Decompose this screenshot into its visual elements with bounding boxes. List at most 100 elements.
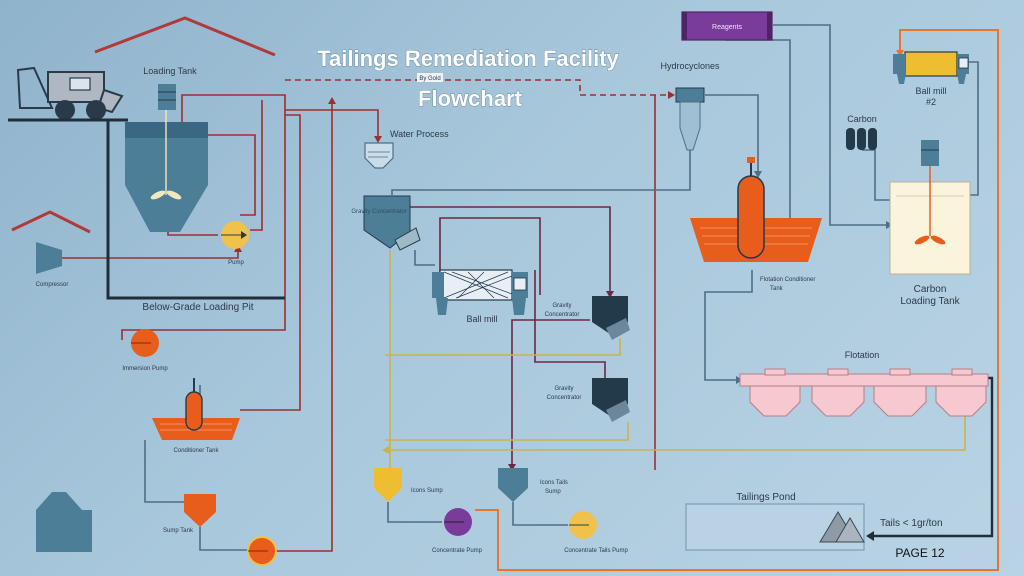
pipe-pump-up xyxy=(250,100,263,231)
title-line2: Flowchart xyxy=(418,86,523,111)
flow-arrows xyxy=(164,50,904,541)
ball-mill-2 xyxy=(893,51,969,84)
ball-mill-2-label-line1: Ball mill xyxy=(915,86,946,96)
immersion-pump-label: Immersion Pump xyxy=(122,366,168,372)
reagents-tank xyxy=(681,11,773,41)
carbon-loading-tank-label-line2: Loading Tank xyxy=(900,296,960,307)
title-badge: By Gold xyxy=(419,76,440,82)
pipe-hydro-to-flotcond xyxy=(705,94,759,175)
loading-pit-wall xyxy=(106,120,285,300)
arrow-yellow-return xyxy=(382,446,389,454)
concentrate-pump-icon xyxy=(444,508,472,536)
concentrate-tails-pump-icon xyxy=(569,511,597,539)
gravity-concentrator-3-label-line2: Concentrator xyxy=(547,395,582,401)
pipe-icons-tails xyxy=(512,502,568,526)
pipes xyxy=(62,24,999,571)
tailings-pond xyxy=(685,503,865,551)
pipe-gravity-1 xyxy=(410,206,611,295)
flotation-conditioner-label-line2: Tank xyxy=(770,286,784,292)
sump-tank-label: Sump Tank xyxy=(163,528,194,534)
reagents-label: Reagents xyxy=(712,24,742,31)
pipe-loading-to-water xyxy=(285,109,379,140)
gravity-concentrator-3 xyxy=(592,378,630,422)
gravity-concentrator-1-label: Gravity Concentrator xyxy=(351,209,406,215)
loading-tank-label: Loading Tank xyxy=(143,66,197,76)
flotation-cells xyxy=(739,368,989,417)
flotation-conditioner-tank xyxy=(690,157,822,262)
ball-mill xyxy=(432,269,528,315)
sump-tank xyxy=(184,494,216,527)
hydrocyclone xyxy=(675,87,705,151)
carbon-label: Carbon xyxy=(847,114,877,124)
pipe-yellow-flotation xyxy=(385,415,966,451)
pipe-ballmill2 xyxy=(968,61,979,196)
arrow-hydrocyclone xyxy=(668,91,675,99)
pipe-to-hydrocyclones xyxy=(285,79,672,96)
arrow-gravity-1 xyxy=(606,291,614,298)
gravity-concentrator-3-label-line1: Gravity xyxy=(554,386,573,392)
pipe-pit-loop xyxy=(207,134,256,216)
concentrate-pump-label: Concentrate Pump xyxy=(432,548,483,554)
page-number: PAGE 12 xyxy=(895,546,944,560)
flotation-label: Flotation xyxy=(845,350,880,360)
pipe-gravity-2 xyxy=(534,270,606,378)
roof-loading xyxy=(94,16,276,57)
arrow-pond xyxy=(866,531,874,541)
immersion-pump-icon xyxy=(131,329,159,357)
gravity-concentrator-2 xyxy=(592,296,630,340)
icons-tails-sump-label-line1: Icons Tails xyxy=(540,480,568,486)
pump-label: Pump xyxy=(228,260,244,266)
tails-spec-label: Tails < 1gr/ton xyxy=(880,518,943,529)
truck-icon xyxy=(16,66,124,120)
carbon-canisters-icon xyxy=(846,128,877,150)
icons-tails-sump-tank xyxy=(498,468,528,502)
pipe-loading-recirc xyxy=(121,94,286,340)
title-badge-bg xyxy=(417,73,443,82)
pipe-main-riser xyxy=(276,100,333,552)
arrow-ballmill2 xyxy=(896,50,904,57)
pipe-yellow-2 xyxy=(385,338,621,356)
compressor-label: Compressor xyxy=(36,282,69,288)
pipe-compressor xyxy=(62,250,239,259)
storage-silhouette xyxy=(36,492,92,552)
arrow-main-riser xyxy=(328,97,336,104)
conditioner-tank-label: Conditioner Tank xyxy=(174,448,220,454)
pipe-sump-to-pump xyxy=(199,527,248,551)
below-grade-loading-pit-label: Below-Grade Loading Pit xyxy=(142,302,253,313)
pump-icon xyxy=(221,221,249,249)
pipe-yellow-3 xyxy=(385,422,629,441)
sump-pump-icon xyxy=(247,536,277,566)
icons-sump-tank xyxy=(374,468,402,502)
ball-mill-label: Ball mill xyxy=(466,314,497,324)
compressor-icon xyxy=(36,242,62,274)
concentrate-tails-pump-label: Concentrate Tails Pump xyxy=(564,548,628,554)
gravity-concentrator-2-label-line2: Concentrator xyxy=(545,312,580,318)
ball-mill-2-label-line2: #2 xyxy=(926,97,936,107)
arrow-tails-sump xyxy=(508,464,516,471)
pipe-orange-loop xyxy=(475,29,999,571)
title-line1: Tailings Remediation Facility xyxy=(317,46,619,71)
pipe-hydro-to-gravity xyxy=(391,150,691,195)
tailings-pond-label: Tailings Pond xyxy=(736,492,795,503)
gravity-concentrator-2-label-line1: Gravity xyxy=(552,303,571,309)
loading-tank xyxy=(125,84,208,232)
arrow-water-process xyxy=(374,136,382,143)
conditioner-tank xyxy=(152,378,240,440)
gravity-concentrator-1 xyxy=(363,195,421,251)
icons-tails-sump-label-line2: Sump xyxy=(545,489,561,495)
pipe-reagents-2 xyxy=(773,24,890,226)
arrow-flot-cond xyxy=(754,171,762,178)
roof-compressor xyxy=(11,210,91,234)
hydrocyclones-label: Hydrocyclones xyxy=(660,61,720,71)
carbon-loading-tank-label-line1: Carbon xyxy=(914,284,947,295)
icons-sump-label: Icons Sump xyxy=(411,488,443,494)
pipe-ballmill-feed xyxy=(414,250,435,266)
pipe-gravity-tails xyxy=(511,319,590,468)
pipe-conditioner-up xyxy=(240,114,301,411)
pipe-icons-sump xyxy=(387,502,442,523)
water-process-tank xyxy=(364,142,394,169)
water-process-label: Water Process xyxy=(390,129,449,139)
pipe-carbon xyxy=(862,149,890,201)
